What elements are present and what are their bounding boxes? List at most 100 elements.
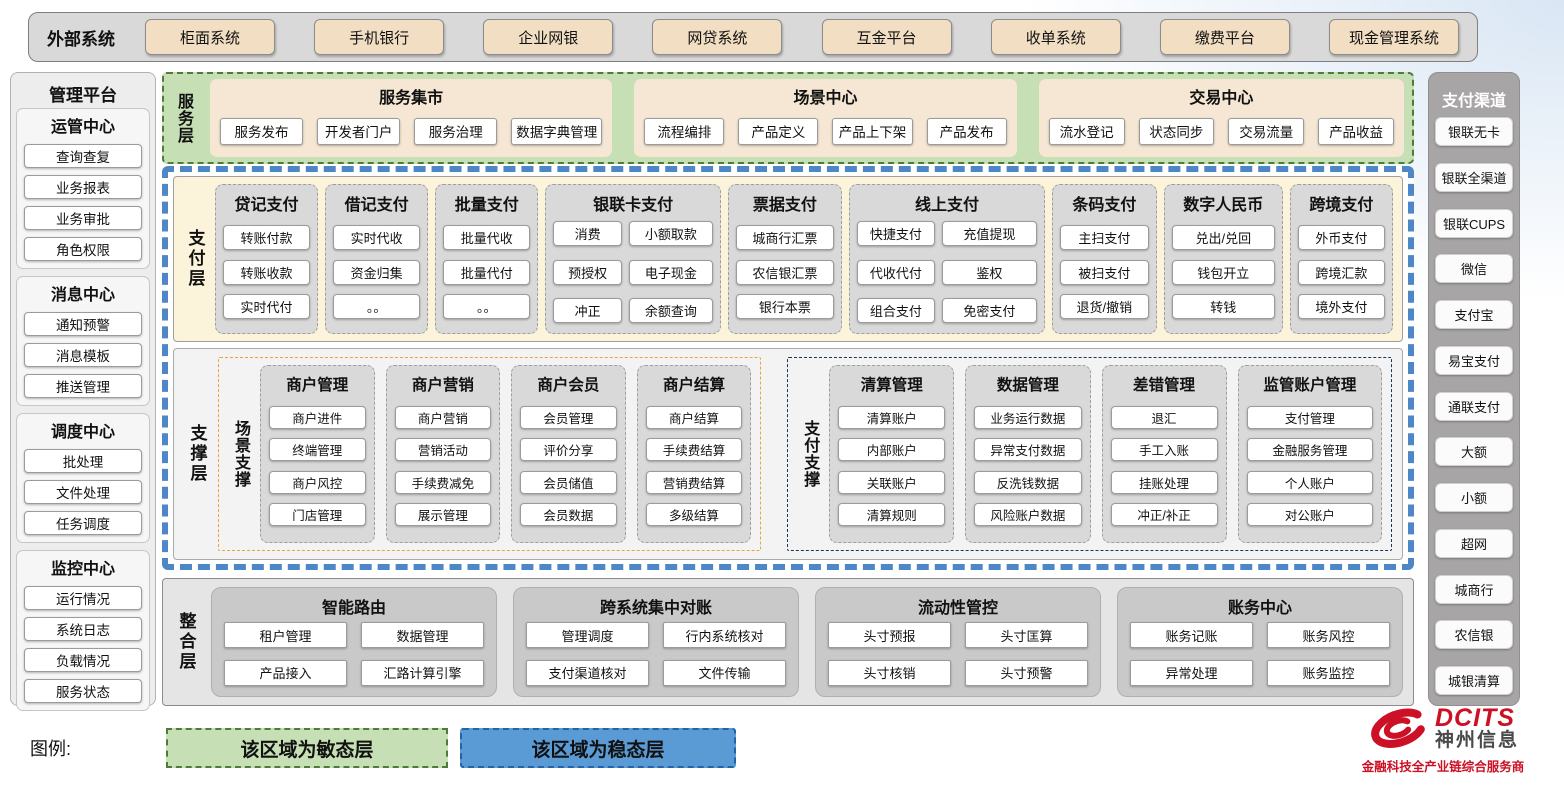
section-items: 快捷支付充值提现代收代付鉴权组合支付免密支付: [857, 216, 1037, 328]
section-title: 数字人民币: [1183, 197, 1264, 214]
payment-item-box: 电子现金: [629, 259, 713, 285]
payment-channel-box: 大额: [1435, 437, 1513, 467]
management-item-box: 系统日志: [24, 617, 142, 641]
payment-channel-box: 农信银: [1435, 620, 1513, 650]
payment-item-box: 。。: [333, 293, 421, 319]
management-platform-panel: 管理平台 运管中心查询查复业务报表业务审批角色权限消息中心通知预警消息模板推送管…: [10, 72, 156, 711]
section-items: 头寸预报头寸匡算头寸核销头寸预警: [828, 620, 1088, 688]
integration-section: 智能路由租户管理数据管理产品接入汇路计算引擎: [211, 587, 497, 697]
management-item-box: 推送管理: [24, 374, 142, 398]
section-title: 票据支付: [752, 197, 817, 214]
payment-item-box: 资金归集: [333, 259, 421, 285]
section-items: 商户营销营销活动手续费减免展示管理: [394, 396, 492, 536]
management-item-box: 服务状态: [24, 679, 142, 703]
payment-item-box: 主扫支付: [1059, 225, 1149, 251]
management-item-box: 运行情况: [24, 586, 142, 610]
support-item-box: 多级结算: [645, 503, 743, 527]
support-item-box: 手续费结算: [645, 438, 743, 462]
integration-item-box: 账务记账: [1130, 622, 1253, 649]
support-section: 数据管理业务运行数据异常支付数据反洗钱数据风险账户数据: [965, 365, 1091, 543]
integration-item-box: 账务风控: [1267, 622, 1390, 649]
integration-item-box: 头寸预警: [965, 659, 1088, 686]
service-layer-label: 服务层: [175, 92, 192, 144]
payment-channel-box: 支付宝: [1435, 300, 1513, 329]
section-items: 服务发布开发者门户服务治理数据字典管理: [220, 112, 603, 150]
management-item-box: 通知预警: [24, 312, 142, 336]
integration-item-box: 支付渠道核对: [526, 659, 649, 686]
support-layer: 支撑层 场景支撑商户管理商户进件终端管理商户风控门店管理商户营销商户营销营销活动…: [173, 348, 1403, 560]
payment-item-box: 城商行汇票: [735, 225, 834, 251]
support-item-box: 清算账户: [838, 405, 946, 429]
external-systems-buttons: 柜面系统手机银行企业网银网贷系统互金平台收单系统缴费平台现金管理系统: [145, 19, 1459, 55]
section-title: 批量支付: [454, 197, 519, 214]
legend-label: 图例:: [30, 739, 72, 759]
group-title: 消息中心: [50, 287, 115, 304]
section-title: 线上支付: [914, 197, 979, 214]
service-section: 场景中心流程编排产品定义产品上下架产品发布: [634, 79, 1017, 157]
external-system-box: 互金平台: [821, 19, 952, 55]
external-system-box: 柜面系统: [145, 19, 275, 55]
section-items: 流水登记状态同步交易流量产品收益: [1048, 112, 1394, 150]
payment-section: 借记支付实时代收资金归集。。: [325, 184, 429, 334]
legend-agile-layer: 该区域为敏态层: [166, 728, 449, 768]
payment-item-box: 实时代付: [223, 293, 311, 319]
management-item-box: 批处理: [24, 449, 142, 473]
support-sections: 清算管理清算账户内部账户关联账户清算规则数据管理业务运行数据异常支付数据反洗钱数…: [829, 365, 1383, 543]
section-title: 商户会员: [537, 377, 600, 394]
service-section: 服务集市服务发布开发者门户服务治理数据字典管理: [210, 79, 613, 157]
integration-item-box: 租户管理: [224, 622, 347, 649]
section-items: 租户管理数据管理产品接入汇路计算引擎: [224, 620, 484, 688]
company-logo: DCITS 神州信息 金融科技全产业链综合服务商: [1348, 704, 1538, 775]
payment-channel-box: 超网: [1435, 528, 1513, 558]
payment-section: 数字人民币兑出/兑回钱包开立转钱: [1163, 184, 1283, 334]
section-items: 流程编排产品定义产品上下架产品发布: [644, 112, 1007, 150]
support-item-box: 异常支付数据: [974, 438, 1082, 462]
payment-channel-box: 通联支付: [1435, 391, 1513, 421]
payment-item-box: 转账付款: [223, 225, 311, 251]
integration-item-box: 头寸核销: [828, 659, 951, 686]
section-items: 城商行汇票农信银汇票银行本票: [735, 216, 834, 328]
support-item-box: 支付管理: [1246, 405, 1374, 429]
management-item-box: 文件处理: [24, 480, 142, 504]
support-item-box: 会员储值: [520, 470, 617, 494]
legend-stable-layer: 该区域为稳态层: [460, 728, 737, 768]
section-title: 借记支付: [344, 197, 409, 214]
section-title: 商户管理: [286, 377, 349, 394]
service-item-box: 状态同步: [1138, 117, 1215, 145]
section-items: 账务记账账务风控异常处理账务监控: [1130, 620, 1390, 688]
payment-item-box: 代收代付: [857, 259, 935, 285]
section-title: 银联卡支付: [593, 197, 674, 214]
external-system-box: 企业网银: [483, 19, 614, 55]
payment-channel-box: 银联CUPS: [1435, 208, 1513, 238]
payment-item-box: 快捷支付: [857, 221, 935, 247]
integration-item-box: 异常处理: [1130, 659, 1253, 686]
main-area: 服务层 服务集市服务发布开发者门户服务治理数据字典管理场景中心流程编排产品定义产…: [162, 70, 1414, 710]
support-group: 支付支撑清算管理清算账户内部账户关联账户清算规则数据管理业务运行数据异常支付数据…: [787, 357, 1392, 551]
management-group: 消息中心通知预警消息模板推送管理: [16, 276, 150, 406]
service-item-box: 服务治理: [414, 117, 498, 145]
payment-channel-box: 微信: [1435, 254, 1513, 284]
support-item-box: 清算规则: [838, 503, 946, 527]
support-item-box: 风险账户数据: [974, 503, 1082, 527]
service-item-box: 开发者门户: [317, 117, 401, 145]
external-systems-label: 外部系统: [47, 29, 115, 49]
payment-item-box: 实时代收: [333, 225, 421, 251]
support-item-box: 对公账户: [1246, 503, 1374, 527]
integration-layer: 整合层 智能路由租户管理数据管理产品接入汇路计算引擎跨系统集中对账管理调度行内系…: [162, 578, 1414, 706]
support-item-box: 评价分享: [520, 438, 617, 462]
support-section: 商户管理商户进件终端管理商户风控门店管理: [260, 365, 375, 543]
integration-item-box: 行内系统核对: [663, 622, 786, 649]
section-items: 清算账户内部账户关联账户清算规则: [838, 396, 946, 536]
integration-item-box: 数据管理: [361, 622, 484, 649]
payment-section: 贷记支付转账付款转账收款实时代付: [215, 184, 319, 334]
section-items: 消费小额取款预授权电子现金冲正余额查询: [553, 216, 713, 328]
payment-section: 批量支付批量代收批量代付。。: [435, 184, 539, 334]
section-title: 贷记支付: [234, 197, 299, 214]
section-items: 管理调度行内系统核对支付渠道核对文件传输: [526, 620, 786, 688]
management-group: 监控中心运行情况系统日志负载情况服务状态: [16, 550, 150, 711]
external-system-box: 手机银行: [314, 19, 445, 55]
payment-item-box: 充值提现: [941, 221, 1037, 247]
payment-item-box: 。。: [443, 293, 531, 319]
support-item-box: 退汇: [1110, 405, 1218, 429]
